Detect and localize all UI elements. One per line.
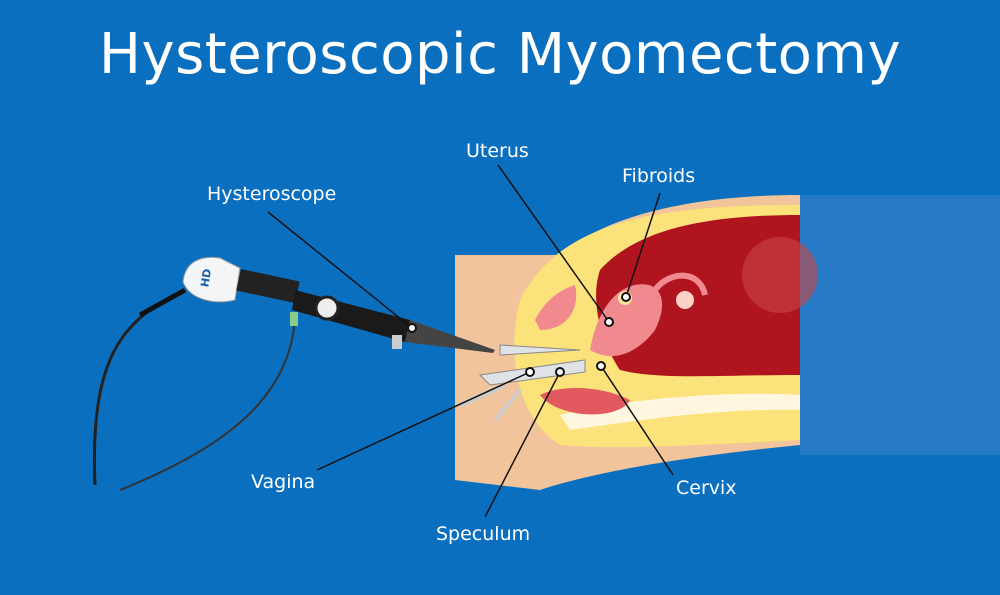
label-hysteroscope: Hysteroscope bbox=[207, 183, 337, 205]
label-vagina: Vagina bbox=[251, 471, 316, 493]
label-fibroids: Fibroids bbox=[622, 165, 696, 187]
light-cable bbox=[119, 317, 296, 491]
label-markers bbox=[407, 292, 631, 377]
camera-cable bbox=[92, 288, 186, 486]
pelvis-cross-section bbox=[455, 195, 1000, 490]
hysteroscope: HD bbox=[138, 256, 495, 353]
label-uterus: Uterus bbox=[466, 140, 529, 162]
label-speculum: Speculum bbox=[436, 523, 531, 545]
page-title: Hysteroscopic Myomectomy bbox=[98, 22, 902, 87]
label-cervix: Cervix bbox=[676, 477, 737, 499]
leader-lines bbox=[267, 164, 674, 518]
svg-text:HD: HD bbox=[198, 268, 214, 288]
